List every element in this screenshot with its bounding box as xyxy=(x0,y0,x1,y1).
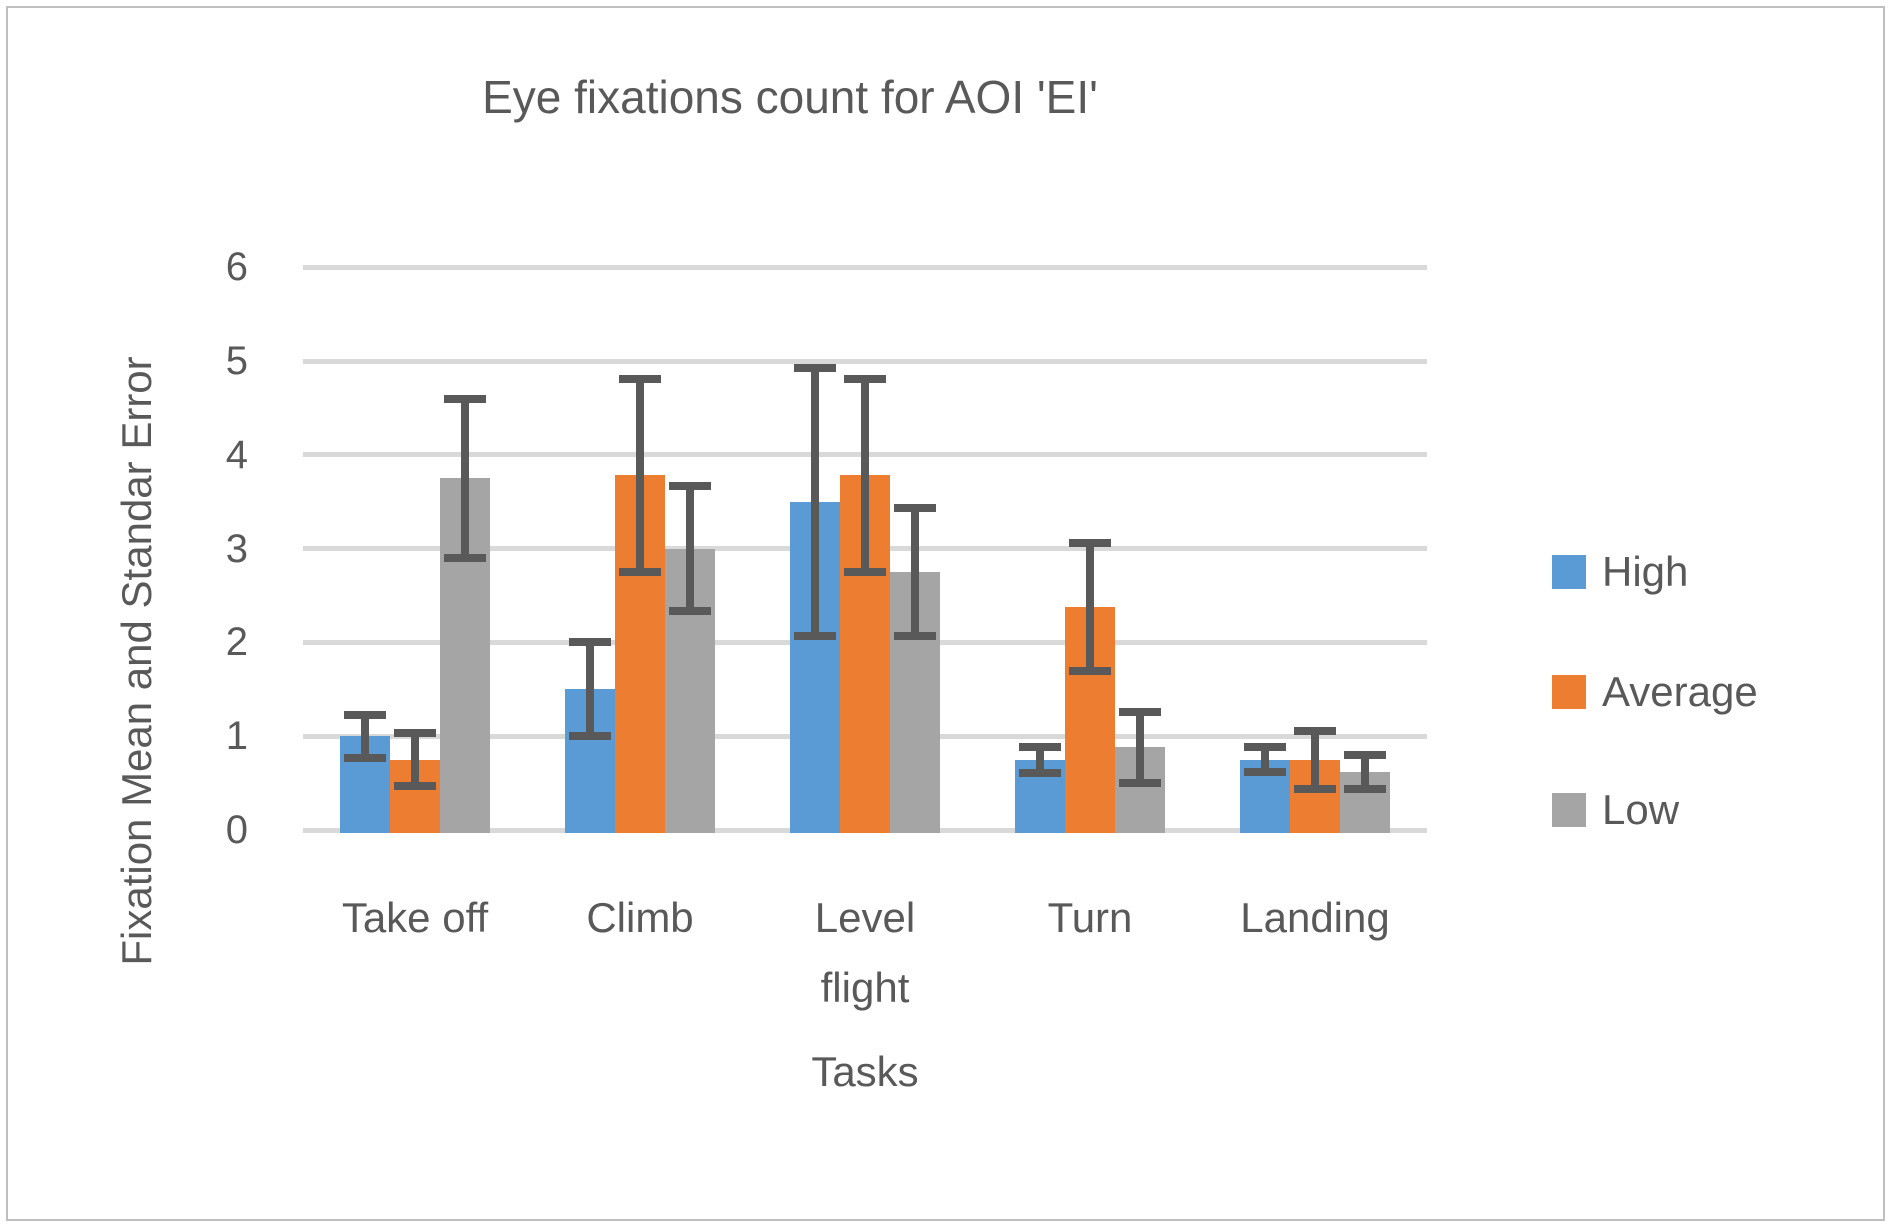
error-bar-average-turn-cap-top xyxy=(1069,539,1111,547)
y-tick-label-5: 5 xyxy=(225,339,248,383)
error-bar-high-level-flight-cap-bottom xyxy=(794,632,836,640)
y-tick-label-4: 4 xyxy=(225,433,248,477)
error-bar-high-turn-cap-top xyxy=(1019,743,1061,751)
legend-item-high: High xyxy=(1552,547,1688,597)
legend-swatch-low xyxy=(1552,793,1586,827)
error-bar-low-landing-cap-bottom xyxy=(1344,785,1386,793)
y-tick-label-6: 6 xyxy=(225,245,248,289)
legend-item-low: Low xyxy=(1552,785,1679,835)
error-bar-average-level-flight-cap-top xyxy=(844,375,886,383)
error-bar-average-climb-cap-bottom xyxy=(619,568,661,576)
legend-label-average: Average xyxy=(1602,668,1758,715)
error-bar-high-take-off-cap-top xyxy=(344,711,386,719)
error-bar-average-take-off-line xyxy=(411,733,419,786)
y-tick-label-2: 2 xyxy=(225,620,248,664)
legend-item-average: Average xyxy=(1552,667,1758,717)
gridline-5 xyxy=(303,359,1427,364)
error-bar-low-take-off-cap-top xyxy=(444,395,486,403)
error-bar-low-turn-cap-top xyxy=(1119,708,1161,716)
error-bar-high-climb-line xyxy=(586,642,594,736)
chart-border xyxy=(6,6,1885,1221)
x-category-label-take-off: Take off xyxy=(341,894,489,941)
gridline-6 xyxy=(303,265,1427,270)
error-bar-low-turn-line xyxy=(1136,712,1144,783)
error-bar-low-take-off-cap-bottom xyxy=(444,554,486,562)
error-bar-low-level-flight-cap-top xyxy=(894,504,936,512)
error-bar-low-climb-cap-bottom xyxy=(669,607,711,615)
error-bar-low-take-off-line xyxy=(461,399,469,558)
legend-label-low: Low xyxy=(1602,786,1680,833)
error-bar-high-level-flight-line xyxy=(811,368,819,636)
error-bar-high-take-off-line xyxy=(361,715,369,758)
error-bar-average-take-off-cap-top xyxy=(394,729,436,737)
error-bar-low-level-flight-line xyxy=(911,508,919,636)
y-tick-label-1: 1 xyxy=(225,714,248,758)
error-bar-low-climb-cap-top xyxy=(669,482,711,490)
error-bar-average-landing-cap-top xyxy=(1294,727,1336,735)
y-tick-label-0: 0 xyxy=(225,808,248,852)
error-bar-average-turn-cap-bottom xyxy=(1069,667,1111,675)
x-axis-title: Tasks xyxy=(811,1048,919,1095)
error-bar-high-take-off-cap-bottom xyxy=(344,754,386,762)
error-bar-high-turn-line xyxy=(1036,747,1044,773)
x-category-label-landing: Landing xyxy=(1240,894,1390,941)
error-bar-high-climb-cap-bottom xyxy=(569,732,611,740)
error-bar-average-landing-cap-bottom xyxy=(1294,785,1336,793)
x-category-label-turn: Turn xyxy=(1047,894,1133,941)
error-bar-average-landing-line xyxy=(1311,731,1319,789)
error-bar-average-level-flight-cap-bottom xyxy=(844,568,886,576)
error-bar-high-landing-cap-top xyxy=(1244,743,1286,751)
error-bar-average-climb-cap-top xyxy=(619,375,661,383)
legend-swatch-average xyxy=(1552,675,1586,709)
error-bar-high-landing-cap-bottom xyxy=(1244,768,1286,776)
error-bar-high-level-flight-cap-top xyxy=(794,364,836,372)
error-bar-low-climb-line xyxy=(686,486,694,611)
error-bar-average-level-flight-line xyxy=(861,379,869,572)
y-tick-label-3: 3 xyxy=(225,527,248,571)
error-bar-average-turn-line xyxy=(1086,543,1094,671)
legend-swatch-high xyxy=(1552,555,1586,589)
error-bar-average-climb-line xyxy=(636,379,644,572)
error-bar-high-turn-cap-bottom xyxy=(1019,769,1061,777)
error-bar-low-landing-line xyxy=(1361,755,1369,789)
legend-label-high: High xyxy=(1602,548,1689,595)
x-category-label-level-flight: Level flight xyxy=(814,894,916,1011)
error-bar-average-take-off-cap-bottom xyxy=(394,782,436,790)
error-bar-low-turn-cap-bottom xyxy=(1119,779,1161,787)
error-bar-low-level-flight-cap-bottom xyxy=(894,632,936,640)
error-bar-high-landing-line xyxy=(1261,747,1269,772)
error-bar-low-landing-cap-top xyxy=(1344,751,1386,759)
error-bar-high-climb-cap-top xyxy=(569,638,611,646)
chart-title: Eye fixations count for AOI 'EI' xyxy=(482,71,1098,123)
x-category-label-climb: Climb xyxy=(586,894,694,941)
